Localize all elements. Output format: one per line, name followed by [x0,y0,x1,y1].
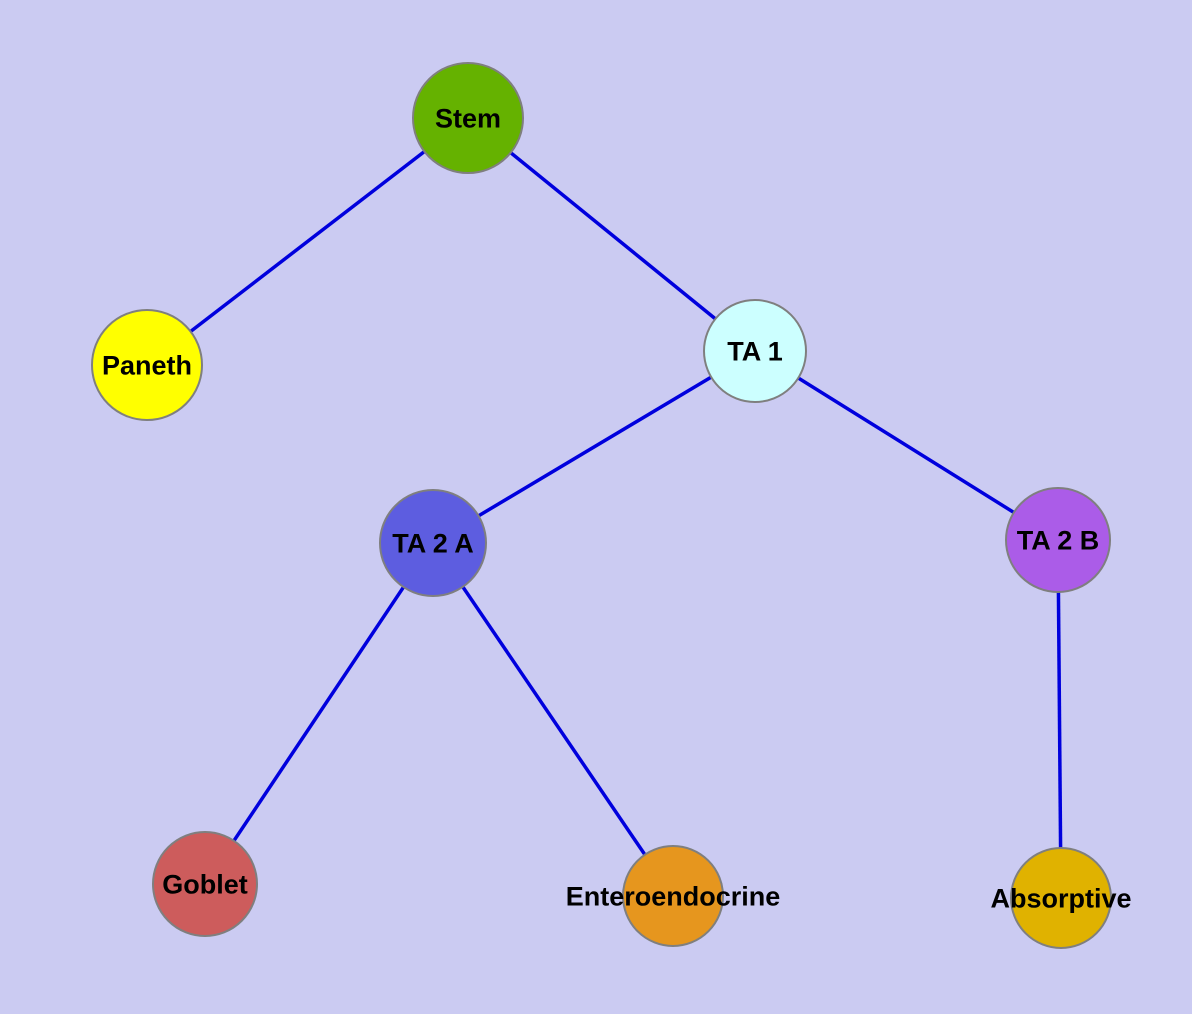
node-circle-enteroendocrine[interactable] [622,845,724,947]
node-circle-absorptive[interactable] [1010,847,1112,949]
node-ta2a[interactable]: TA 2 A [379,489,487,597]
edge-ta2b-absorptive [1056,539,1063,899]
node-circle-ta2b[interactable] [1005,487,1111,593]
edge-ta1-ta2b [754,349,1059,542]
node-goblet[interactable]: Goblet [152,831,258,937]
edges-layer [145,116,1063,899]
node-circle-paneth[interactable] [91,309,203,421]
node-paneth[interactable]: Paneth [91,309,203,421]
node-stem[interactable]: Stem [412,62,524,174]
edge-stem-paneth [145,116,470,367]
node-circle-goblet[interactable] [152,831,258,937]
node-circle-ta1[interactable] [703,299,807,403]
node-ta1[interactable]: TA 1 [703,299,807,403]
edge-ta1-ta2a [432,349,756,545]
node-circle-ta2a[interactable] [379,489,487,597]
edge-ta2a-enteroendocrine [431,542,675,897]
edge-ta2a-goblet [203,542,435,885]
node-ta2b[interactable]: TA 2 B [1005,487,1111,593]
node-circle-stem[interactable] [412,62,524,174]
edge-stem-ta1 [466,116,757,353]
